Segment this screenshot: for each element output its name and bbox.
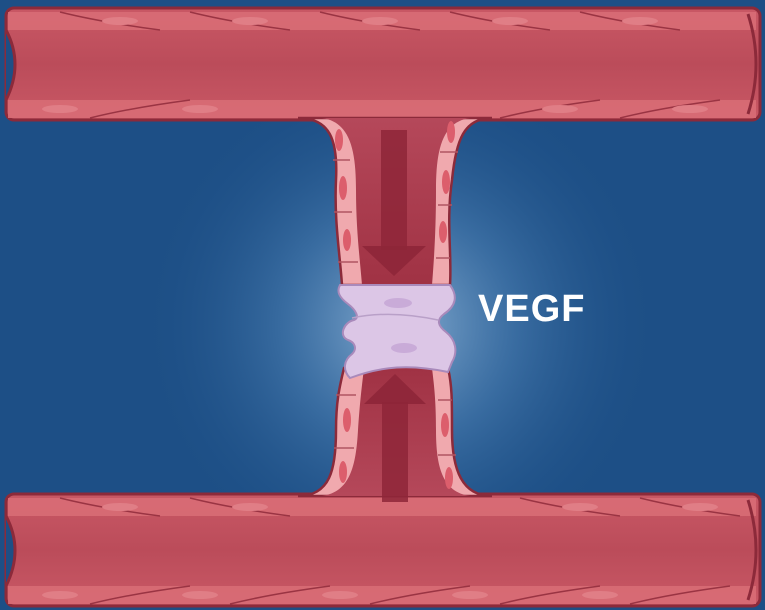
- top-blood-vessel: [6, 8, 760, 120]
- bottom-blood-vessel: [6, 494, 760, 606]
- vegf-label: VEGF: [478, 288, 585, 331]
- tip-cell-junction: [338, 285, 455, 378]
